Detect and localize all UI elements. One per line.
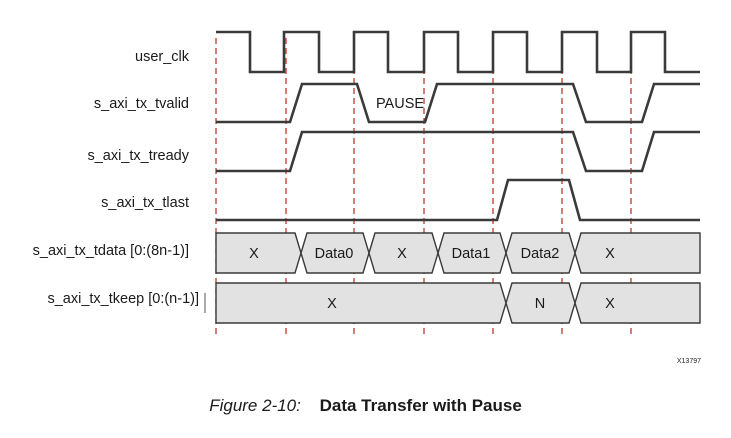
tdata-value: Data2: [521, 246, 560, 262]
tdata-value: Data1: [452, 246, 491, 262]
figure-id: X13797: [677, 358, 701, 365]
tdata-value: X: [397, 246, 407, 262]
tkeep-value: N: [535, 296, 545, 312]
label-tready: s_axi_tx_tready: [87, 148, 189, 164]
tvalid-waveform: [216, 82, 700, 124]
tdata-bus: X Data0 X Data1 Data2 X: [215, 232, 701, 274]
tdata-value: X: [249, 246, 259, 262]
tkeep-segment: [215, 282, 507, 324]
clock-edge-guides: [215, 38, 632, 338]
figure-caption: Figure 2-10: Data Transfer with Pause: [0, 396, 731, 416]
caption-title: Data Transfer with Pause: [319, 396, 522, 415]
tkeep-value: X: [327, 296, 337, 312]
tdata-segment: [574, 232, 701, 274]
label-tlast: s_axi_tx_tlast: [101, 195, 189, 211]
tready-waveform: [216, 130, 700, 173]
label-tkeep: s_axi_tx_tkeep [0:(n-1)]: [47, 291, 199, 307]
tlast-waveform: [216, 178, 700, 222]
tdata-segment: [215, 232, 302, 274]
tkeep-value: X: [605, 296, 615, 312]
tkeep-bus: X N X: [215, 282, 701, 324]
pause-annotation: PAUSE: [376, 96, 424, 112]
label-user-clk: user_clk: [135, 49, 190, 65]
timing-diagram: user_clk s_axi_tx_tvalid s_axi_tx_tready…: [33, 30, 701, 365]
user-clk-waveform: [216, 30, 700, 74]
tdata-value: Data0: [315, 246, 354, 262]
tkeep-segment: [574, 282, 701, 324]
label-tvalid: s_axi_tx_tvalid: [94, 96, 189, 112]
tdata-value: X: [605, 246, 615, 262]
label-tdata: s_axi_tx_tdata [0:(8n-1)]: [33, 243, 189, 259]
caption-number: Figure 2-10:: [209, 396, 301, 415]
signal-labels: user_clk s_axi_tx_tvalid s_axi_tx_tready…: [33, 49, 206, 313]
